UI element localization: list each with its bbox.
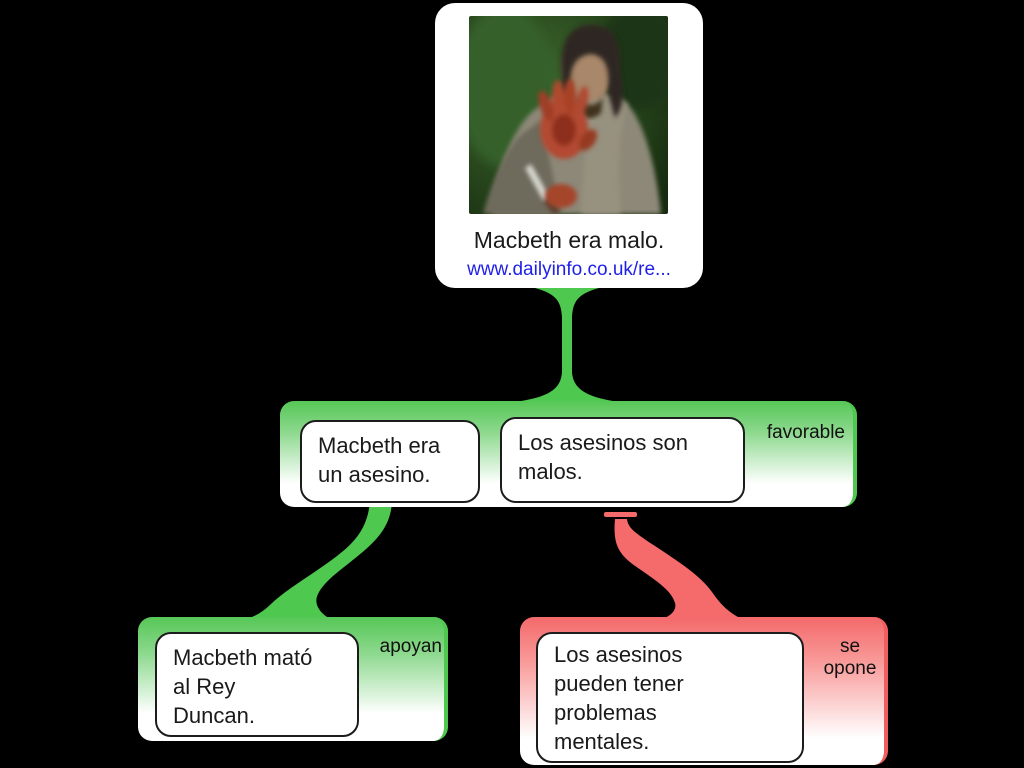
- opposition-bar-icon: [604, 512, 637, 517]
- support-edge-root-to-favorable[interactable]: [521, 288, 613, 401]
- group-label-favorable: favorable: [766, 422, 845, 443]
- claim-macbeth-asesino[interactable]: Macbeth era un asesino.: [300, 420, 480, 503]
- support-edge-claim-to-apoyan[interactable]: [247, 501, 392, 619]
- group-label-se-opone: se opone: [823, 636, 877, 679]
- oppose-edge-claim-to-seopone[interactable]: [614, 519, 742, 619]
- root-claim-title: Macbeth era malo.: [473, 227, 665, 253]
- claim-mato-rey-duncan[interactable]: Macbeth mató al Rey Duncan.: [155, 632, 359, 737]
- group-label-apoyan: apoyan: [379, 636, 442, 657]
- source-link[interactable]: www.dailyinfo.co.uk/re...: [467, 259, 671, 280]
- root-claim-card[interactable]: Macbeth era malo. www.dailyinfo.co.uk/re…: [435, 3, 703, 288]
- macbeth-photo: [469, 16, 668, 214]
- claim-problemas-mentales[interactable]: Los asesinos pueden tener problemas ment…: [536, 632, 804, 763]
- claim-asesinos-malos[interactable]: Los asesinos son malos.: [500, 417, 745, 503]
